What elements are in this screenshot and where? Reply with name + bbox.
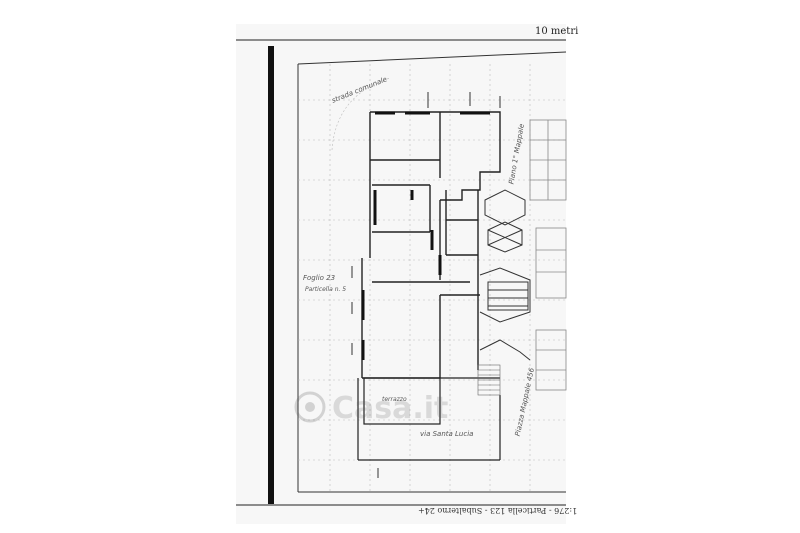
- annotation-foglio: Foglio 23: [303, 274, 336, 282]
- footer-reference: 1:276 - Particella 123 - Subalterno 24+: [418, 506, 578, 515]
- annotation-terrace: terrazzo: [382, 396, 407, 403]
- neighbour-blocks: [529, 119, 567, 391]
- left-heavy-border: [268, 46, 274, 504]
- scale-label: 10 metri: [535, 26, 579, 37]
- thick-walls: [361, 111, 490, 360]
- lower-terrace: [357, 377, 501, 461]
- stairwell: [479, 189, 531, 361]
- inner-frame-top: [297, 51, 567, 65]
- watermark-text: Casa.it: [332, 391, 448, 426]
- terrace-stairs: [477, 364, 501, 396]
- watermark-logo: [294, 391, 326, 423]
- road-curve: [331, 77, 391, 151]
- door-marks: [351, 92, 501, 478]
- annotation-bottom: via Santa Lucia: [420, 430, 474, 438]
- annotation-particella: Particella n. 5: [305, 286, 347, 293]
- plan-sheet: [236, 24, 566, 524]
